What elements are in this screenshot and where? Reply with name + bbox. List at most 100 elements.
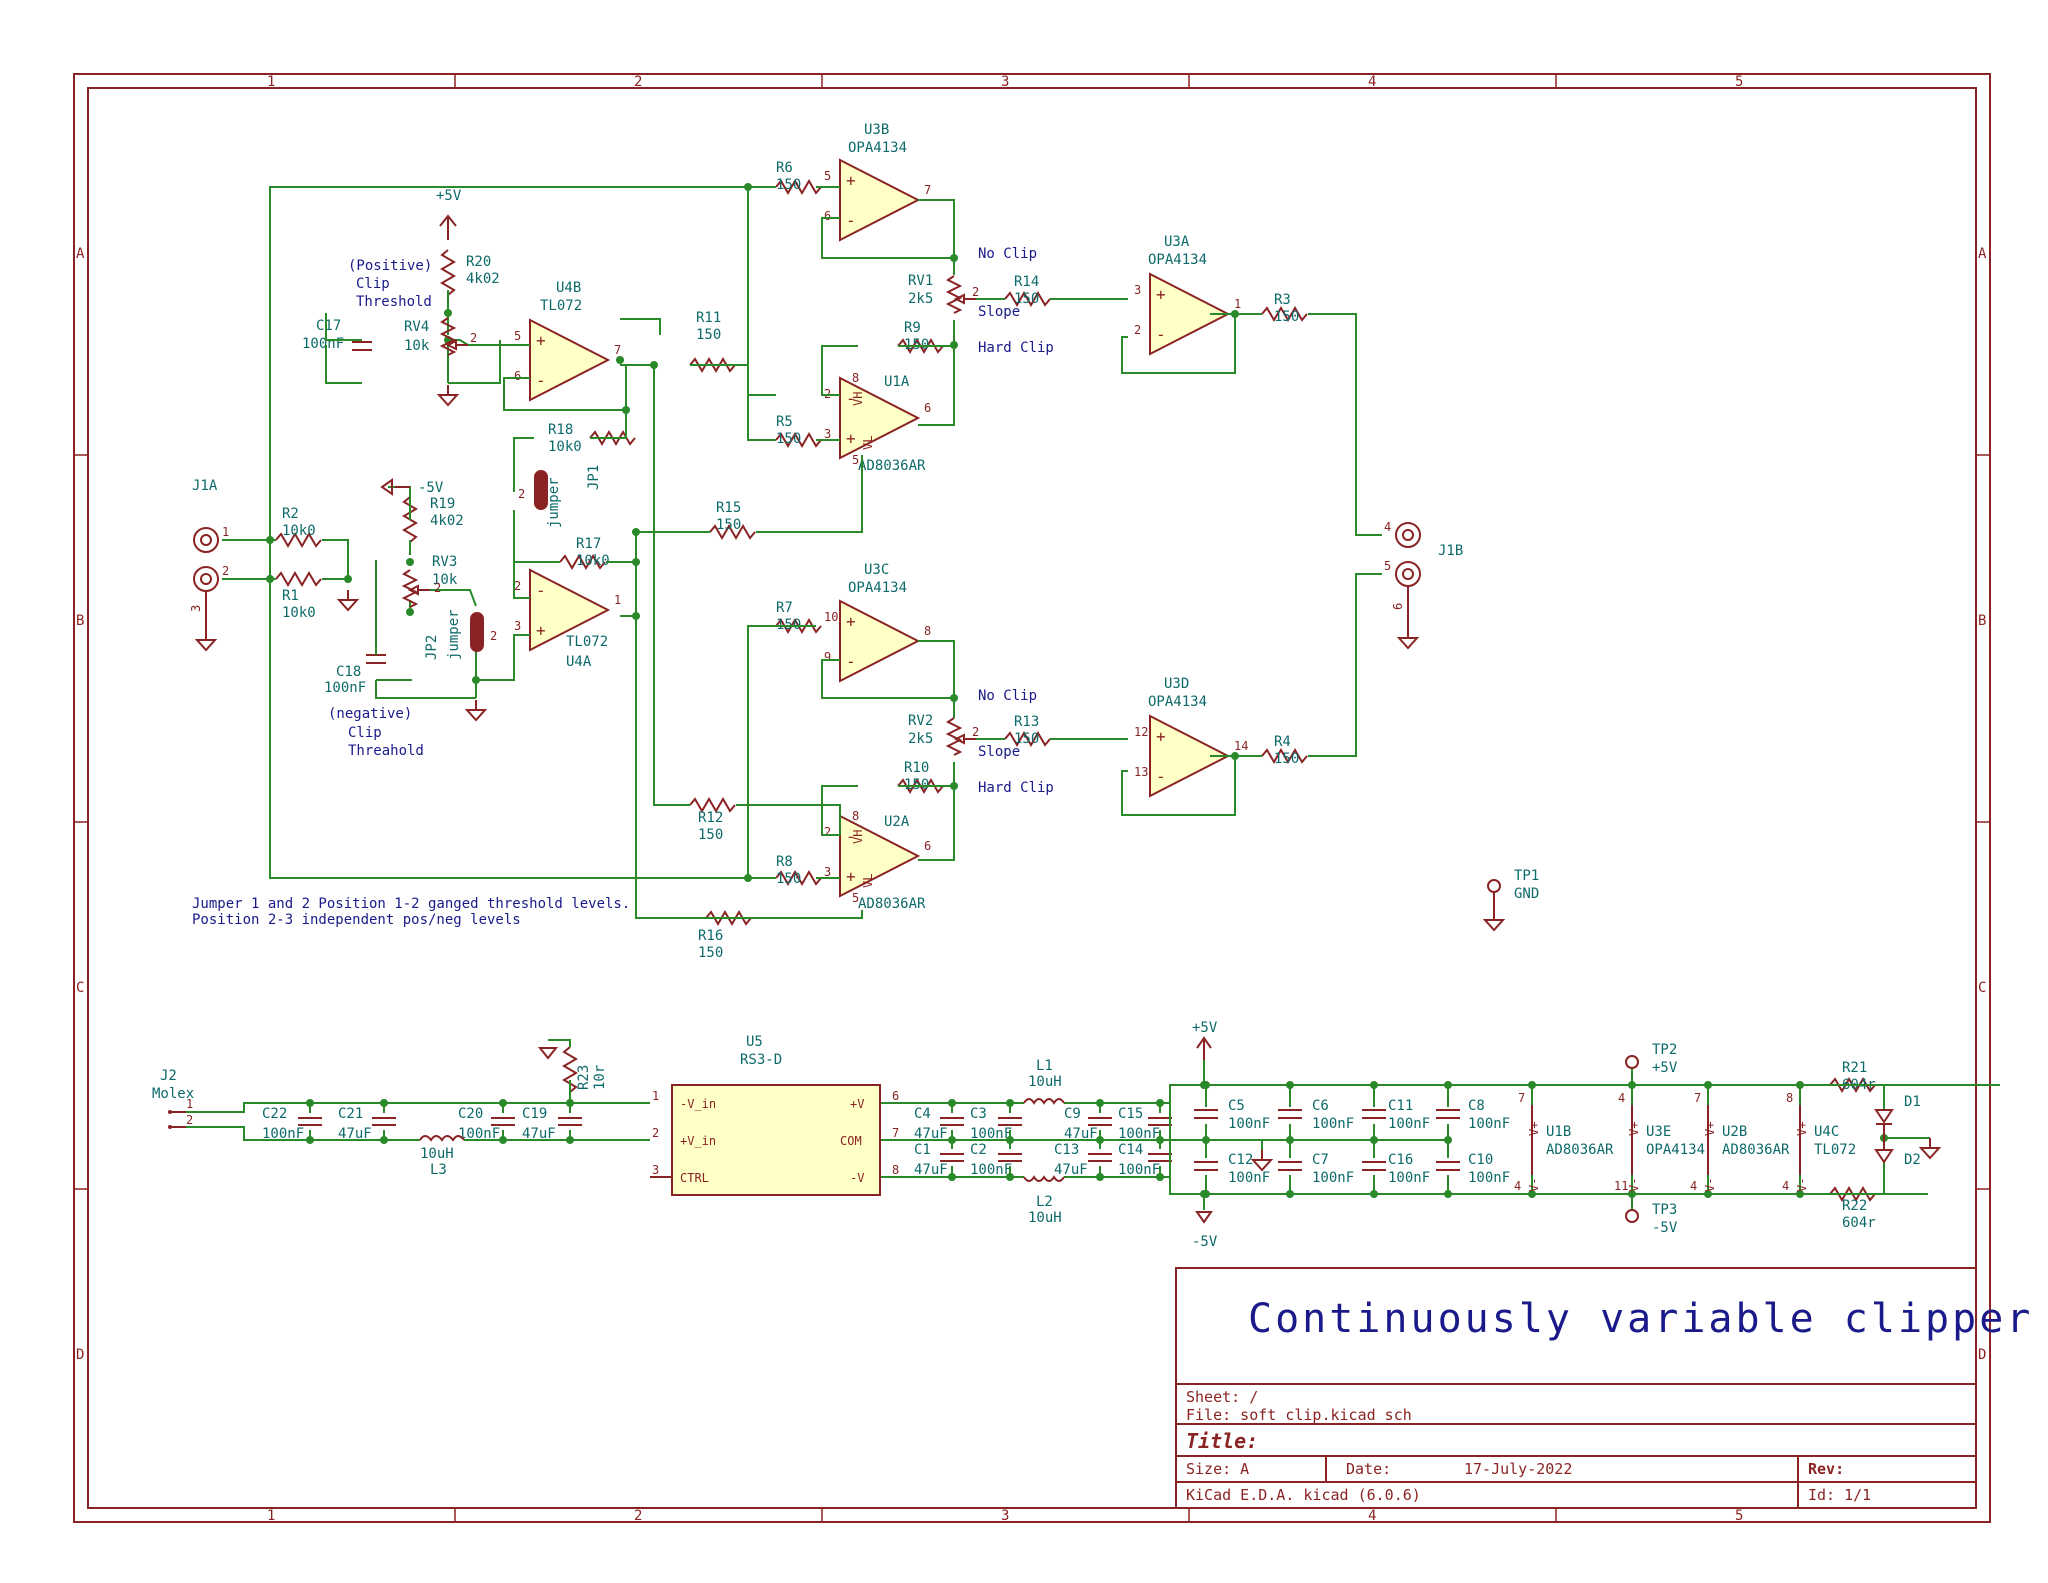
svg-text:R6: R6 — [776, 160, 793, 176]
svg-text:100nF: 100nF — [970, 1126, 1012, 1142]
svg-text:V-: V- — [1703, 1178, 1717, 1192]
svg-text:+5V: +5V — [1192, 1020, 1218, 1036]
svg-text:4: 4 — [1514, 1179, 1521, 1193]
svg-text:2k5: 2k5 — [908, 291, 933, 307]
svg-text:6: 6 — [1391, 603, 1405, 610]
svg-text:Sheet: /: Sheet: / — [1186, 1388, 1258, 1406]
svg-text:-: - — [846, 827, 856, 846]
svg-text:7: 7 — [924, 183, 931, 197]
svg-text:8: 8 — [1786, 1091, 1793, 1105]
svg-text:V+: V+ — [1703, 1122, 1717, 1136]
svg-text:R9: R9 — [904, 320, 921, 336]
svg-text:L1: L1 — [1036, 1058, 1053, 1074]
power-flag-5v: +5V — [436, 188, 462, 240]
svg-text:Clip: Clip — [356, 276, 390, 292]
svg-text:6: 6 — [824, 209, 831, 223]
svg-text:100nF: 100nF — [970, 1162, 1012, 1178]
svg-text:TP1: TP1 — [1514, 868, 1539, 884]
notes: (Positive) Clip Threshold (negative) Cli… — [192, 246, 1054, 928]
svg-text:C12: C12 — [1228, 1152, 1253, 1168]
svg-text:(negative): (negative) — [328, 706, 412, 722]
svg-text:14: 14 — [1234, 739, 1248, 753]
svg-text:U2B: U2B — [1722, 1124, 1747, 1140]
svg-text:8: 8 — [924, 624, 931, 638]
zone-row: A — [1978, 246, 1987, 262]
svg-text:7: 7 — [1518, 1091, 1525, 1105]
zone-col: 4 — [1368, 74, 1376, 90]
pot-rv1: RV1 2k5 2 — [908, 273, 979, 314]
svg-text:2: 2 — [652, 1126, 659, 1140]
svg-text:2: 2 — [514, 579, 521, 593]
svg-text:+V_in: +V_in — [680, 1134, 716, 1148]
svg-text:+V: +V — [850, 1097, 864, 1111]
svg-text:100nF: 100nF — [1312, 1116, 1354, 1132]
svg-text:+: + — [846, 867, 856, 886]
svg-text:150: 150 — [1274, 751, 1299, 767]
svg-text:U3C: U3C — [864, 562, 889, 578]
svg-text:100nF: 100nF — [1468, 1170, 1510, 1186]
svg-text:2: 2 — [470, 331, 477, 345]
svg-text:TL072: TL072 — [566, 634, 608, 650]
svg-text:150: 150 — [776, 871, 801, 887]
svg-text:-: - — [846, 211, 856, 230]
svg-text:C13: C13 — [1054, 1142, 1079, 1158]
svg-text:OPA4134: OPA4134 — [848, 140, 907, 156]
svg-text:U1A: U1A — [884, 374, 910, 390]
svg-text:4k02: 4k02 — [466, 271, 500, 287]
title-block: Continuously variable clipper Sheet: / F… — [1175, 1267, 2030, 1509]
svg-text:C4: C4 — [914, 1106, 931, 1122]
svg-text:R16: R16 — [698, 928, 723, 944]
svg-text:604r: 604r — [1842, 1215, 1876, 1231]
svg-text:4k02: 4k02 — [430, 513, 464, 529]
svg-text:J2: J2 — [160, 1068, 177, 1084]
svg-text:8: 8 — [852, 809, 859, 823]
svg-text:AD8036AR: AD8036AR — [1722, 1142, 1790, 1158]
connector-j1b: J1B 45 6 — [1384, 520, 1463, 649]
svg-text:6: 6 — [892, 1089, 899, 1103]
svg-text:VH: VH — [851, 830, 865, 844]
svg-text:10k0: 10k0 — [548, 439, 582, 455]
svg-text:-: - — [1156, 325, 1166, 344]
svg-text:-V_in: -V_in — [680, 1097, 716, 1111]
svg-text:Date:: Date: — [1346, 1460, 1391, 1478]
svg-text:2: 2 — [972, 285, 979, 299]
svg-text:File: soft clip.kicad_sch: File: soft clip.kicad_sch — [1186, 1406, 1412, 1424]
svg-text:150: 150 — [1014, 291, 1039, 307]
zone-col: 5 — [1735, 1508, 1743, 1524]
svg-text:4: 4 — [1618, 1091, 1625, 1105]
svg-text:C17: C17 — [316, 318, 341, 334]
svg-text:3: 3 — [1134, 283, 1141, 297]
svg-text:1: 1 — [186, 1097, 193, 1111]
svg-text:R17: R17 — [576, 536, 601, 552]
zone-row: B — [1978, 613, 1986, 629]
svg-text:L2: L2 — [1036, 1194, 1053, 1210]
svg-text:CTRL: CTRL — [680, 1171, 709, 1185]
svg-text:150: 150 — [698, 945, 723, 961]
svg-text:Slope: Slope — [978, 304, 1020, 320]
svg-text:C16: C16 — [1388, 1152, 1413, 1168]
svg-text:TL072: TL072 — [540, 298, 582, 314]
svg-text:R7: R7 — [776, 600, 793, 616]
svg-text:150: 150 — [1274, 309, 1299, 325]
svg-text:R4: R4 — [1274, 734, 1291, 750]
svg-text:KiCad E.D.A. kicad (6.0.6): KiCad E.D.A. kicad (6.0.6) — [1186, 1486, 1421, 1504]
svg-text:C22: C22 — [262, 1106, 287, 1122]
svg-text:No Clip: No Clip — [978, 246, 1037, 262]
